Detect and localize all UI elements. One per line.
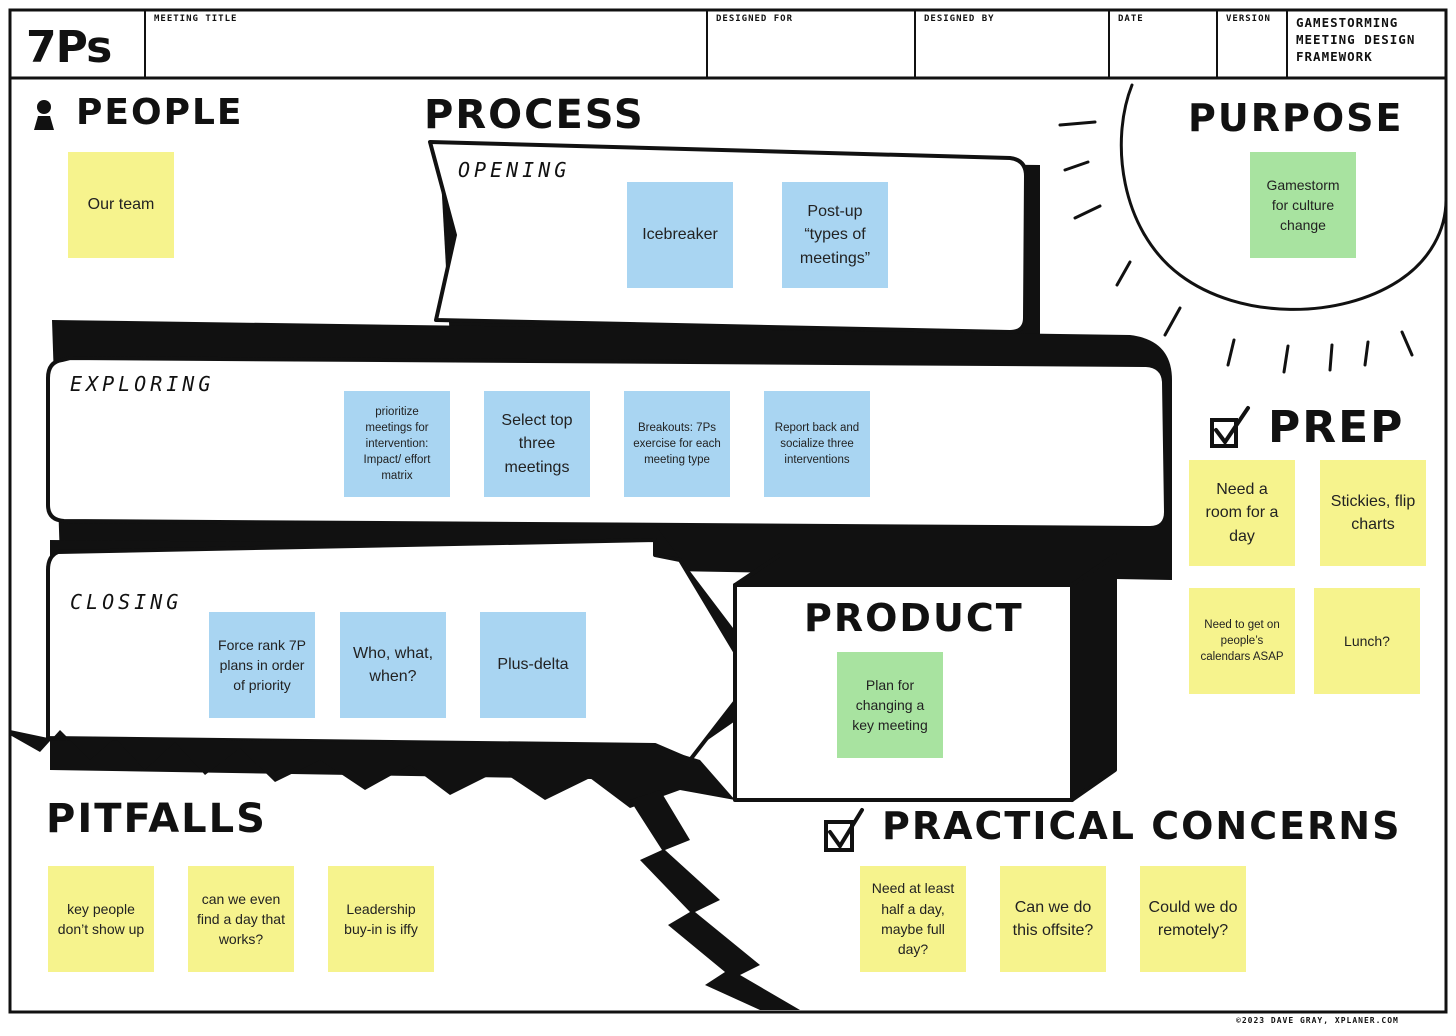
sticky-note-prep[interactable]: Lunch? xyxy=(1314,588,1420,694)
sticky-note-closing[interactable]: Plus-delta xyxy=(480,612,586,718)
sticky-note-prep[interactable]: Need a room for a day xyxy=(1189,460,1295,566)
closing-label: CLOSING xyxy=(70,590,183,614)
sticky-note-opening[interactable]: Icebreaker xyxy=(627,182,733,288)
framework-label: GAMESTORMING MEETING DESIGN FRAMEWORK xyxy=(1296,14,1436,65)
sticky-note-opening[interactable]: Post-up “types of meetings” xyxy=(782,182,888,288)
date-label: DATE xyxy=(1118,14,1144,24)
process-title: PROCESS xyxy=(424,92,645,138)
designed-by-field[interactable]: DESIGNED BY xyxy=(914,10,1108,78)
framework-line: MEETING DESIGN xyxy=(1296,32,1416,47)
sticky-note-exploring[interactable]: Report back and socialize three interven… xyxy=(764,391,870,497)
sticky-note-practical[interactable]: Need at least half a day, maybe full day… xyxy=(860,866,966,972)
practical-concerns-title: PRACTICAL CONCERNS xyxy=(882,804,1402,848)
person-icon xyxy=(34,100,54,130)
opening-label: OPENING xyxy=(458,158,571,182)
sticky-note-pitfalls[interactable]: Leadership buy-in is iffy xyxy=(328,866,434,972)
sticky-note-purpose[interactable]: Gamestorm for culture change xyxy=(1250,152,1356,258)
sticky-note-exploring[interactable]: Breakouts: 7Ps exercise for each meeting… xyxy=(624,391,730,497)
sticky-note-closing[interactable]: Who, what, when? xyxy=(340,612,446,718)
copyright-text: ©2023 DAVE GRAY, XPLANER.COM xyxy=(1236,1016,1399,1025)
meeting-title-field[interactable]: MEETING TITLE xyxy=(144,10,706,78)
exploring-banner xyxy=(46,356,1168,530)
pitfalls-jagged-band xyxy=(10,730,735,808)
sticky-note-closing[interactable]: Force rank 7P plans in order of priority xyxy=(209,612,315,718)
sticky-note-prep[interactable]: Need to get on people’s calendars ASAP xyxy=(1189,588,1295,694)
sticky-note-prep[interactable]: Stickies, flip charts xyxy=(1320,460,1426,566)
sticky-note-exploring[interactable]: prioritize meetings for intervention: Im… xyxy=(344,391,450,497)
version-label: VERSION xyxy=(1226,14,1271,24)
designed-by-label: DESIGNED BY xyxy=(924,14,995,24)
version-field[interactable]: VERSION xyxy=(1216,10,1286,78)
sun-icon xyxy=(1058,83,1448,374)
sticky-note-pitfalls[interactable]: key people don’t show up xyxy=(48,866,154,972)
framework-cell xyxy=(1286,10,1446,78)
sticky-note-exploring[interactable]: Select top three meetings xyxy=(484,391,590,497)
sticky-note-practical[interactable]: Can we do this offsite? xyxy=(1000,866,1106,972)
sticky-note-product[interactable]: Plan for changing a key meeting xyxy=(837,652,943,758)
meeting-title-label: MEETING TITLE xyxy=(154,14,238,24)
canvas-title: 7Ps xyxy=(26,22,112,73)
prep-title: PREP xyxy=(1268,402,1405,453)
exploring-label: EXPLORING xyxy=(70,372,215,396)
sticky-note-practical[interactable]: Could we do remotely? xyxy=(1140,866,1246,972)
framework-line: GAMESTORMING xyxy=(1296,15,1399,30)
header-bar: 7Ps MEETING TITLE DESIGNED FOR DESIGNED … xyxy=(10,10,1446,78)
checkbox-icon xyxy=(824,808,864,852)
product-title: PRODUCT xyxy=(804,596,1024,640)
sticky-note-pitfalls[interactable]: can we even find a day that works? xyxy=(188,866,294,972)
lightning-icon xyxy=(630,790,800,1010)
purpose-title: PURPOSE xyxy=(1188,96,1404,140)
checkbox-icon xyxy=(1210,406,1250,448)
canvas-frame xyxy=(8,8,1448,1014)
designed-for-label: DESIGNED FOR xyxy=(716,14,794,24)
sticky-note-people[interactable]: Our team xyxy=(68,152,174,258)
framework-line: FRAMEWORK xyxy=(1296,49,1373,64)
date-field[interactable]: DATE xyxy=(1108,10,1216,78)
designed-for-field[interactable]: DESIGNED FOR xyxy=(706,10,914,78)
pitfalls-title: PITFALLS xyxy=(46,796,267,842)
people-title: PEOPLE xyxy=(76,92,244,133)
